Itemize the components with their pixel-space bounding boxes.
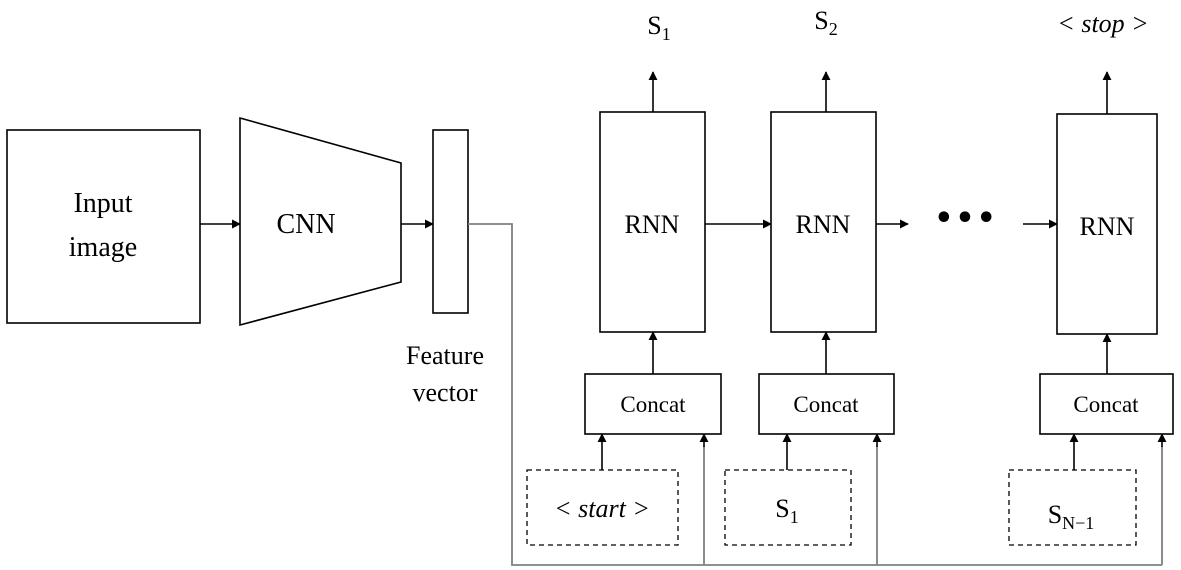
rnn-block-1 [599,111,706,333]
cnn-block [239,116,402,327]
input-image-label-line2: image [69,232,137,263]
concat-label-1: Concat [620,392,686,417]
input-token-box-2 [724,469,852,546]
concat-block-3 [1039,373,1174,435]
input-token-2: S1 [775,494,798,527]
rnn-label-2: RNN [796,210,851,239]
input-image-box [6,129,201,324]
concat-label-3: Concat [1073,392,1139,417]
cnn-label: CNN [276,209,335,240]
output-token-1: S1 [647,11,670,44]
feature-vector-label-line1: Feature [406,341,484,370]
concat-block-1 [584,373,722,435]
concat-block-2 [758,373,895,435]
input-token-box-1 [526,469,679,546]
output-token-3: < stop > [1057,9,1148,38]
input-token-1: < start > [554,494,650,523]
output-token-2: S2 [814,6,837,39]
input-token-box-3 [1008,469,1137,546]
input-image-label-line1: Input [73,188,132,219]
ellipsis: ••• [934,201,998,236]
feature-vector-box [432,129,469,314]
feature-vector-distribution-line [468,223,1162,566]
rnn-label-1: RNN [625,210,680,239]
concat-label-2: Concat [793,392,859,417]
input-token-3: SN−1 [1048,500,1095,533]
rnn-label-3: RNN [1080,212,1135,241]
rnn-block-3 [1056,113,1158,335]
feature-vector-label-line2: vector [413,378,478,407]
